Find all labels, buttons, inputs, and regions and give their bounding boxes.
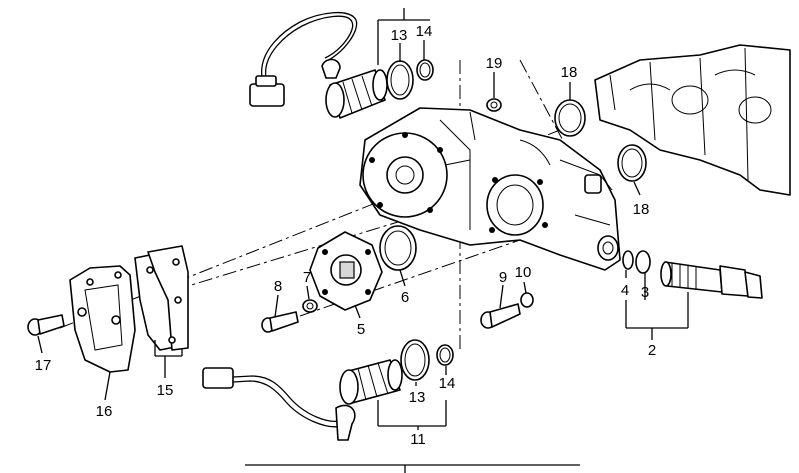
lower-rubber-boot	[339, 359, 403, 405]
callout-18-lower: 18	[633, 201, 650, 218]
washer-10	[520, 292, 534, 308]
upper-o-rings	[386, 59, 434, 100]
callout-16: 16	[96, 403, 113, 420]
upper-sensor-cable	[249, 11, 358, 107]
callout-8: 8	[274, 278, 282, 295]
pump-housing	[359, 107, 621, 271]
callout-10: 10	[515, 264, 532, 281]
bolt-17	[27, 314, 65, 336]
ring-4	[622, 250, 634, 270]
callout-7: 7	[303, 269, 311, 286]
callout-14-upper: 14	[416, 23, 433, 40]
callout-9: 9	[499, 269, 507, 286]
callout-17: 17	[35, 357, 52, 374]
callout-14-lower: 14	[439, 375, 456, 392]
callout-4: 4	[621, 282, 629, 299]
callout-15: 15	[157, 382, 174, 399]
engine-block	[594, 44, 791, 196]
upper-rubber-boot	[325, 69, 388, 119]
callout-6: 6	[401, 289, 409, 306]
callout-18-upper: 18	[561, 64, 578, 81]
washer-7	[302, 299, 318, 313]
callout-11: 11	[410, 431, 426, 448]
ring-3	[635, 250, 651, 274]
washer-19	[486, 98, 502, 112]
valve-2	[660, 261, 763, 299]
callout-labels: 13 14 19 18 18 6 5 7 8 9 10 4 3 2 15 16 …	[35, 23, 657, 448]
lower-o-rings	[400, 339, 454, 381]
gasket-6	[379, 225, 417, 271]
gasket-15	[134, 245, 189, 351]
lower-sensor-cable	[202, 367, 356, 441]
flange-5	[309, 231, 383, 311]
callout-13-lower: 13	[409, 389, 426, 406]
callout-2: 2	[648, 342, 656, 359]
callout-5: 5	[357, 321, 365, 338]
bolt-8	[261, 311, 299, 333]
leader-lines	[37, 8, 689, 473]
callout-3: 3	[641, 284, 649, 301]
cover-16	[69, 265, 136, 373]
bolt-9	[480, 303, 521, 329]
callout-13-upper: 13	[391, 27, 408, 44]
callout-19: 19	[486, 55, 503, 72]
seal-rings-18	[554, 99, 647, 182]
